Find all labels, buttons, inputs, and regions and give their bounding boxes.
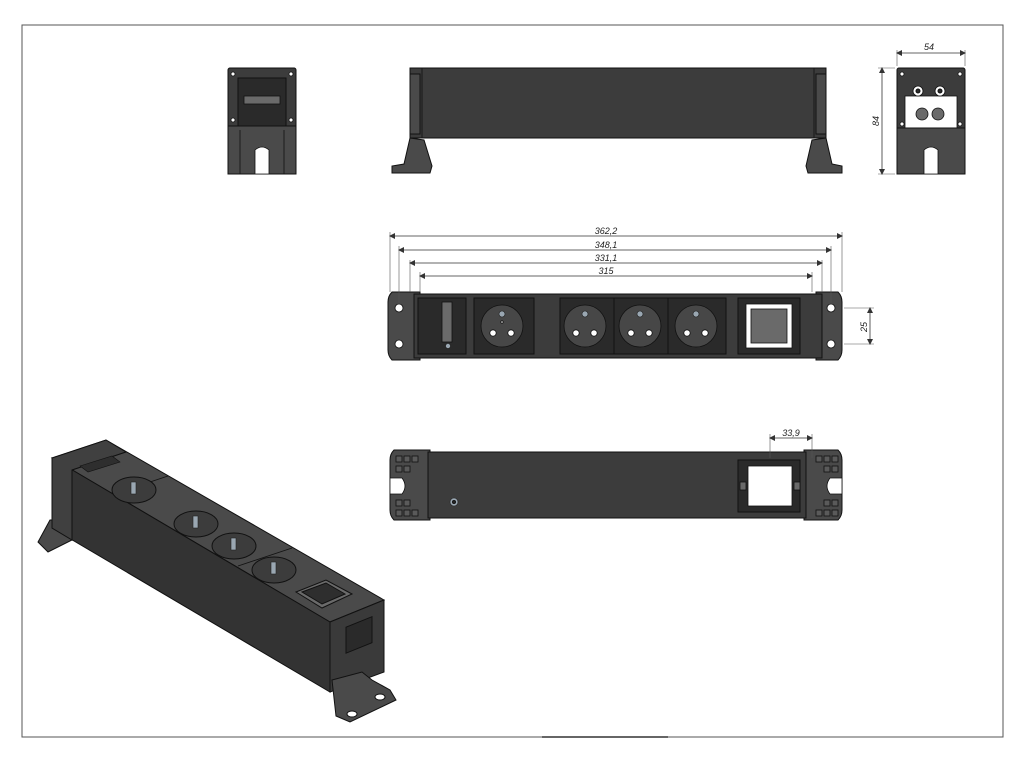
dim-module-width: 33,9 — [782, 428, 800, 438]
dim-length-2: 348,1 — [595, 240, 618, 250]
dim-length-3: 331,1 — [595, 253, 618, 263]
socket-2 — [559, 297, 615, 355]
socket-3 — [613, 297, 669, 355]
end-view — [227, 67, 297, 175]
iso-data-module — [294, 579, 354, 609]
right-end-view — [878, 50, 966, 175]
side-view — [391, 67, 843, 174]
dim-length-4: 315 — [598, 266, 614, 276]
dim-length-overall: 362,2 — [595, 226, 618, 236]
isometric-view — [37, 439, 397, 723]
top-view — [387, 291, 874, 361]
data-module — [737, 297, 801, 355]
iso-socket-4 — [251, 556, 297, 584]
iso-socket-3 — [211, 532, 257, 560]
bottom-view — [389, 434, 843, 521]
socket-4 — [667, 297, 727, 355]
drawing-frame — [21, 24, 1004, 738]
iso-socket-1 — [111, 476, 157, 504]
length-dimensions — [389, 232, 843, 304]
dim-side-width: 54 — [924, 42, 934, 52]
dim-side-height: 84 — [871, 116, 881, 126]
dim-mount-spacing: 25 — [859, 321, 869, 333]
socket-1 — [473, 297, 535, 355]
iso-socket-2 — [173, 510, 219, 538]
